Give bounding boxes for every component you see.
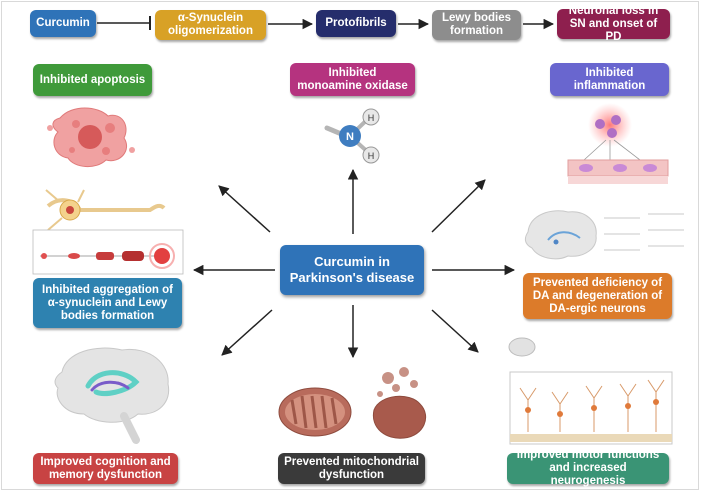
arrow-to-motor: [431, 309, 479, 353]
lewy-bodies-formation-box: Lewy bodies formation: [432, 10, 521, 40]
apoptotic-cell-illustration: [47, 107, 135, 167]
inflammation-vessel-illustration: [567, 103, 669, 184]
brain-cognition-illustration: [54, 347, 170, 444]
hydrogen-atom-label-2: H: [368, 151, 375, 161]
mitochondria-illustration: [278, 367, 426, 439]
curcumin-box: Curcumin: [30, 10, 96, 37]
inhibited-aggregation-box: Inhibited aggregation of α-synuclein and…: [33, 278, 182, 328]
inhibition-bar-connector: [97, 16, 151, 30]
protofibrils-box: Protofibrils: [316, 10, 396, 37]
neuron-aggregation-illustration: [32, 189, 184, 275]
central-topic-box: Curcumin in Parkinson's disease: [280, 245, 424, 295]
inhibited-mao-box: Inhibited monoamine oxidase: [290, 63, 415, 96]
nitrogen-atom-label: N: [346, 131, 354, 143]
inhibited-inflammation-box: Inhibited inflammation: [550, 63, 669, 96]
arrow-to-inflammation: [431, 179, 486, 233]
arrow-to-cognition: [221, 309, 273, 356]
hydrogen-atom-label-1: H: [368, 113, 375, 123]
amine-molecule-illustration: N H H: [324, 108, 380, 164]
prevented-mito-dysfunction-box: Prevented mitochondrial dysfunction: [278, 453, 425, 484]
prevented-da-deficiency-box: Prevented deficiency of DA and degenerat…: [523, 273, 672, 319]
inhibited-apoptosis-box: Inhibited apoptosis: [33, 64, 152, 96]
neurogenesis-panel-illustration: [508, 337, 673, 445]
arrow-to-apoptosis: [218, 185, 271, 233]
synuclein-oligomerization-box: α-Synuclein oligomerization: [155, 10, 266, 40]
brain-dopamine-illustration: [524, 210, 684, 260]
improved-cognition-box: Improved cognition and memory dysfunctio…: [33, 453, 178, 484]
